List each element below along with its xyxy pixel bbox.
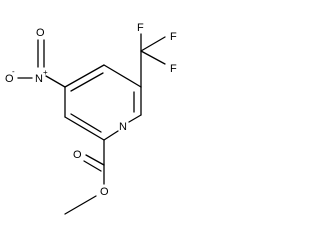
atom-o-carbonyl: O: [73, 149, 82, 161]
atom-f-top: F: [137, 22, 144, 34]
bond-ring-c2-c3: [64, 116, 105, 141]
atom-labels: F F F N N + O O - O O: [5, 22, 177, 198]
bond-carbonyl-o-2: [83, 160, 102, 172]
bond-ring-c3-c4: [64, 64, 105, 88]
bonds: [17, 33, 166, 215]
atom-f-right-upper: F: [170, 31, 177, 43]
charge-o-nitro: -: [12, 67, 15, 76]
bond-ring-c4-c3-inner: [70, 72, 104, 92]
atom-n-ring: N: [119, 121, 127, 133]
structure-diagram: F F F N N + O O - O O: [5, 22, 177, 215]
atom-o-ester: O: [100, 186, 109, 198]
bond-ring-c2-c3-inner: [70, 113, 102, 133]
atom-o-nitro-top: O: [36, 27, 45, 39]
bond-ring-c6-n1: [128, 114, 142, 123]
atom-n-nitro: N: [35, 73, 43, 85]
atom-o-nitro-left: O: [5, 73, 14, 85]
charge-n-nitro: +: [43, 68, 48, 77]
bond-carbonyl-o: [85, 154, 105, 166]
bond-ring-n1-c2: [103, 130, 119, 141]
bond-cf3-f-lower: [140, 50, 166, 65]
atom-f-right-lower: F: [170, 63, 177, 75]
bond-ring-c4-c5: [103, 64, 142, 88]
bond-cf3-f-upper: [140, 36, 166, 52]
bond-c3-nitro: [45, 75, 66, 88]
bond-o-methyl: [64, 195, 97, 215]
